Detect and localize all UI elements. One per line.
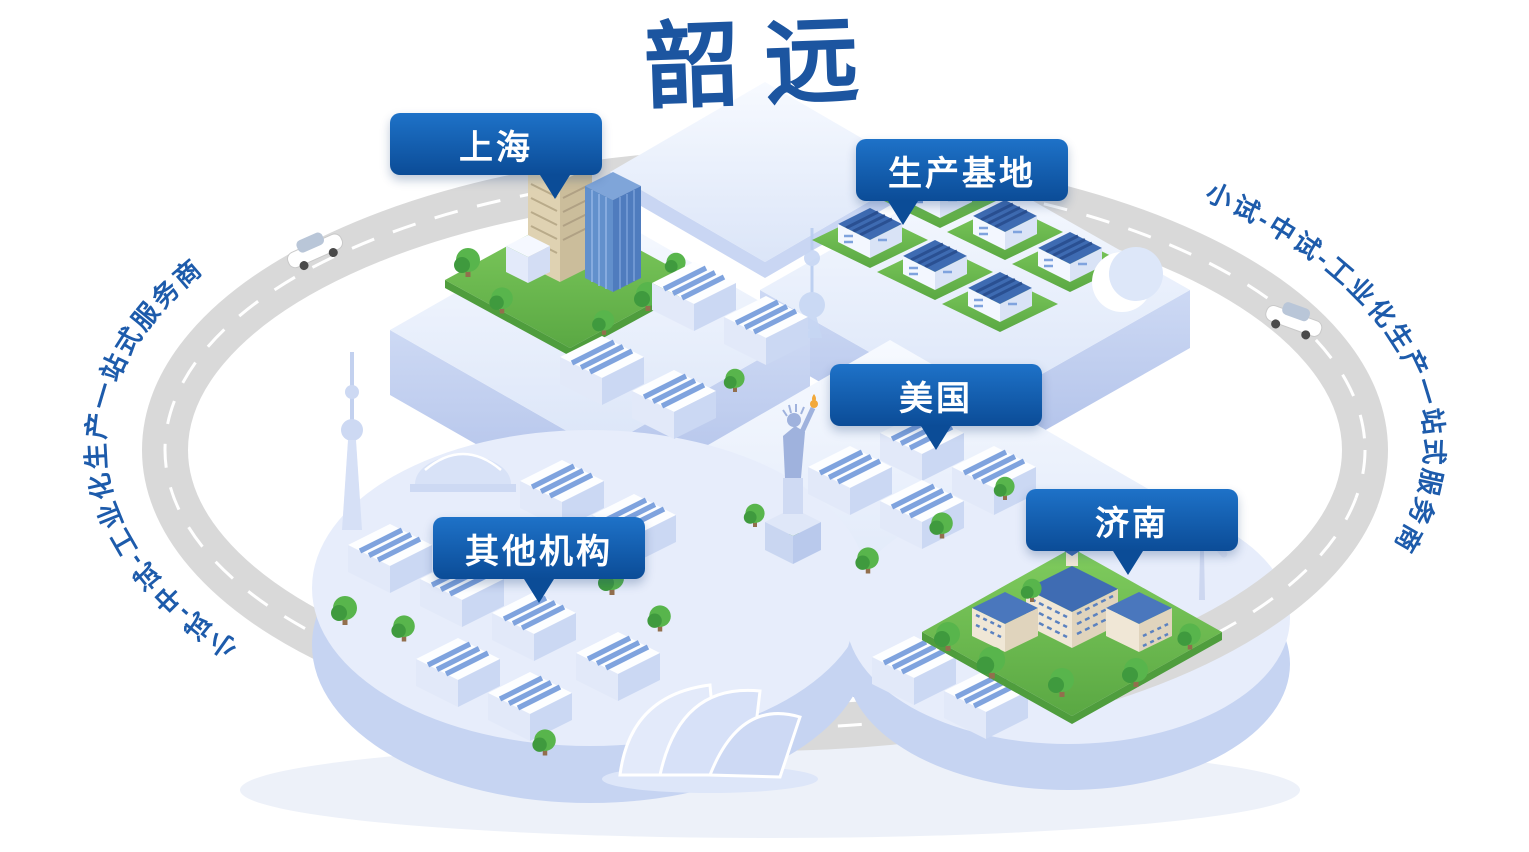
label-usa-pointer [921,426,951,450]
brand-title: 韶远 [643,8,887,122]
label-shanghai[interactable]: 上海 [390,113,602,199]
moon-icon [1092,247,1163,312]
label-other-institutions[interactable]: 其他机构 [433,517,645,603]
label-production-base[interactable]: 生产基地 [856,139,1068,225]
label-jinan-pointer [1112,551,1143,575]
car-icon [1265,302,1323,340]
other-institutions-group [331,352,818,793]
label-production-base-text: 生产基地 [888,154,1036,193]
label-other-institutions-text: 其他机构 [465,532,613,571]
label-other-institutions-pointer [524,579,554,603]
car-icon [286,232,344,271]
label-usa-text: 美国 [899,379,973,418]
label-jinan-text: 济南 [1095,504,1169,543]
label-production-base-pointer [887,201,918,225]
label-jinan[interactable]: 济南 [1026,489,1238,575]
platform-top [610,82,920,278]
statue-of-liberty-icon [765,394,821,564]
dome-arena-icon [410,452,516,492]
jinan-group [872,492,1228,739]
jinan-school [972,541,1172,652]
tv-tower-icon [341,352,363,530]
label-usa[interactable]: 美国 [830,364,1042,450]
opera-house-icon [602,683,818,793]
label-shanghai-text: 上海 [459,128,533,167]
label-shanghai-pointer [540,175,571,199]
